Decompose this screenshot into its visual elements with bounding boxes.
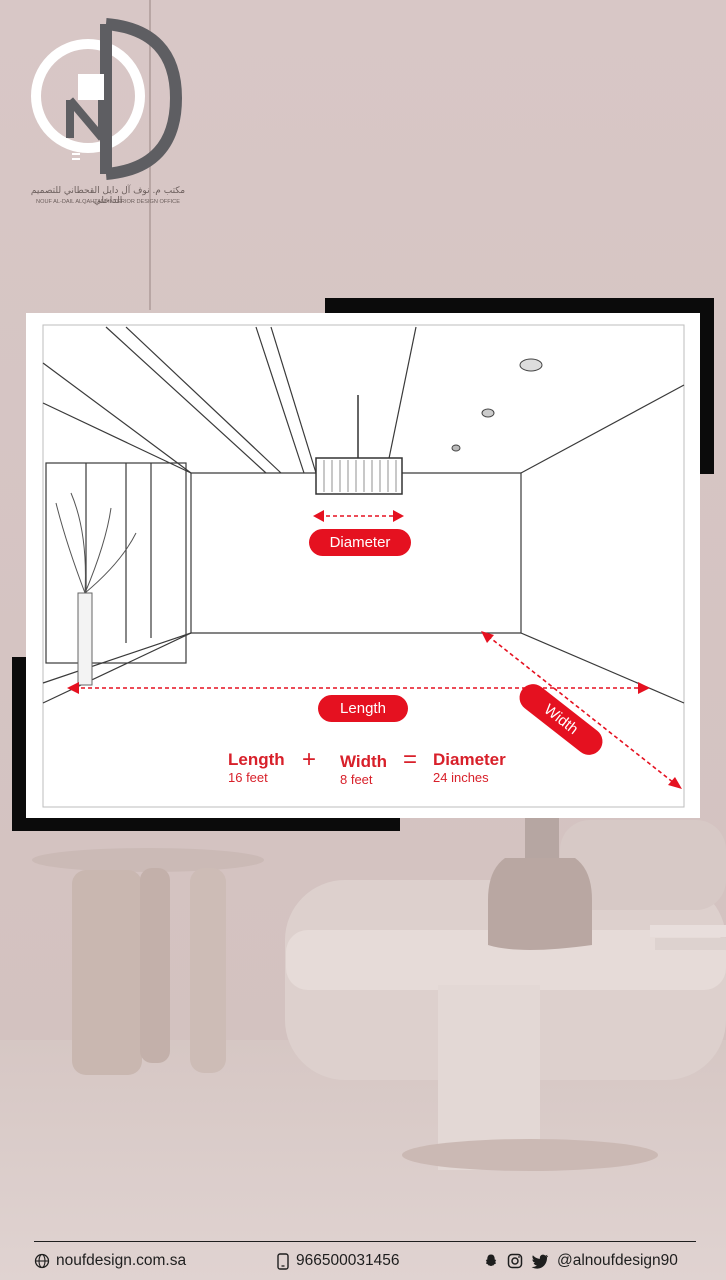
phone-text: 966500031456 (296, 1252, 400, 1269)
frame-accent-top-right (325, 298, 714, 316)
brand-name-arabic: مكتب م. نوف آل دايل القحطاني للتصميم الد… (30, 186, 186, 206)
snapchat-icon (485, 1254, 497, 1266)
formula-length: Length 16 feet (228, 750, 285, 785)
phone-icon (277, 1252, 289, 1270)
formula-length-value: 16 feet (228, 770, 268, 785)
formula-diameter-title: Diameter (433, 750, 506, 769)
globe-icon (34, 1253, 50, 1269)
diameter-label: Diameter (309, 529, 411, 556)
website-text: noufdesign.com.sa (56, 1252, 187, 1269)
brand-logo (31, 18, 183, 180)
social-handle-text: @alnoufdesign90 (557, 1252, 678, 1269)
formula-width: Width 8 feet (340, 752, 387, 787)
formula-width-title: Width (340, 752, 388, 771)
length-label: Length (318, 695, 408, 722)
formula-equals: = (403, 746, 418, 773)
room-diagram-card: Diameter Length Width Length 16 feet + W… (26, 313, 700, 818)
instagram-icon (507, 1253, 523, 1269)
frame-accent-bottom-left (12, 815, 400, 831)
formula-diameter-value: 24 inches (433, 770, 489, 785)
footer-website[interactable]: noufdesign.com.sa (34, 1252, 186, 1270)
formula-plus: + (302, 746, 317, 773)
brand-name-english: NOUF AL-DAIL ALQAHTANI INTERIOR DESIGN O… (36, 199, 180, 205)
formula-width-value: 8 feet (340, 772, 373, 787)
twitter-icon (531, 1254, 549, 1269)
formula-diameter: Diameter 24 inches (433, 750, 506, 785)
frame-accent-left (12, 657, 28, 831)
formula-length-title: Length (228, 750, 285, 769)
footer-phone[interactable]: 966500031456 (276, 1252, 399, 1270)
frame-accent-right (696, 298, 714, 474)
footer-divider (34, 1241, 696, 1242)
footer-social[interactable]: @alnoufdesign90 (483, 1252, 678, 1270)
